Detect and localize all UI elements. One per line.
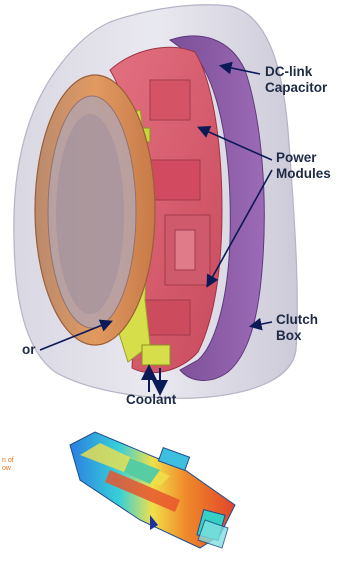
label-flow-fragment: n of ow (2, 457, 14, 473)
label-motor-fragment-text: or (22, 342, 36, 358)
label-clutch-box: Clutch Box (276, 312, 318, 344)
label-motor-fragment: or (22, 342, 36, 358)
label-power-modules: Power Modules (276, 150, 331, 182)
label-power-line1: Power (276, 150, 331, 166)
thermal-simulation-render (70, 432, 235, 548)
label-dc-link-capacitor: DC-link Capacitor (265, 64, 327, 96)
label-flow-line1: n of (2, 457, 14, 465)
label-power-line2: Modules (276, 166, 331, 182)
module-block-4 (175, 230, 195, 270)
label-dc-link-line2: Capacitor (265, 80, 327, 96)
module-block-1 (150, 80, 190, 120)
label-coolant-text: Coolant (126, 392, 176, 408)
label-clutch-line2: Box (276, 328, 318, 344)
label-flow-line2: ow (2, 465, 14, 473)
motor-core (56, 114, 124, 314)
label-dc-link-line1: DC-link (265, 64, 327, 80)
label-coolant: Coolant (126, 392, 176, 408)
coolant-port (142, 345, 170, 365)
label-clutch-line1: Clutch (276, 312, 318, 328)
